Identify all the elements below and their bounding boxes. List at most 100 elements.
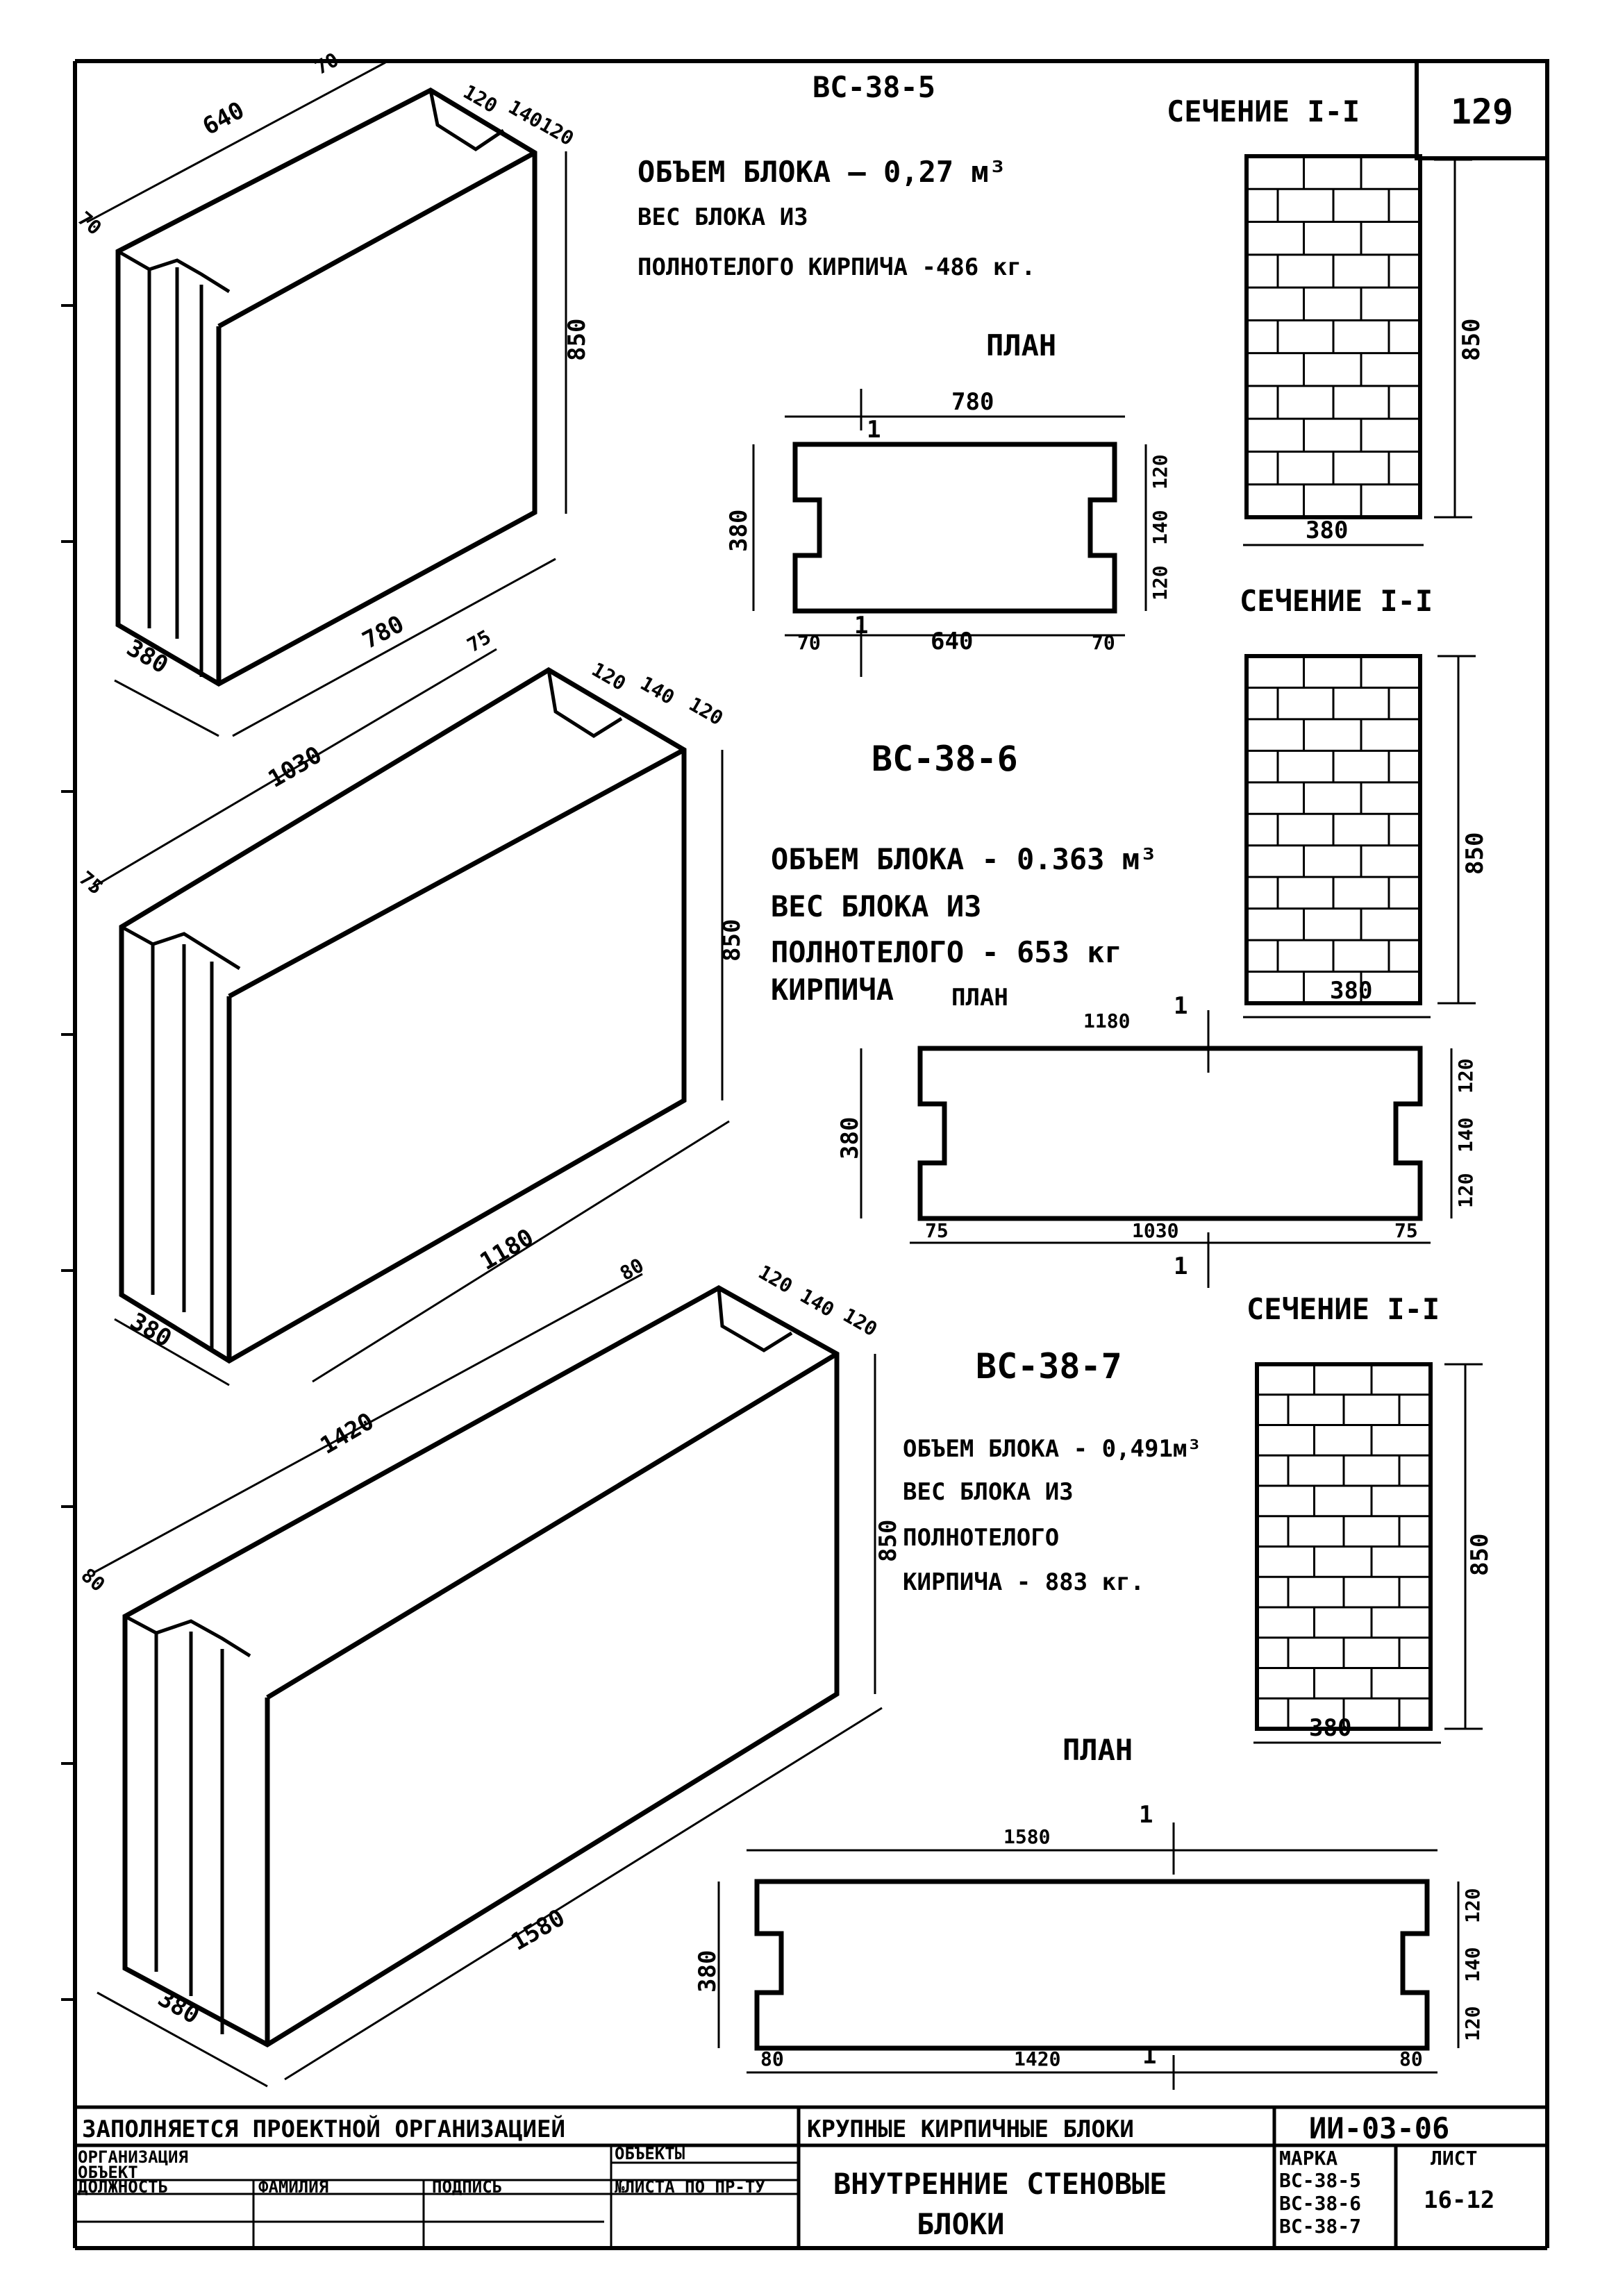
block-mark: ВС-38-6 — [872, 739, 1018, 779]
plan-dim-end: 70 — [1092, 631, 1115, 654]
iso-dim-core: 640 — [198, 97, 249, 141]
plan-label: ПЛАН — [951, 984, 1008, 1012]
doc-code: ИИ-03-06 — [1309, 2111, 1449, 2145]
plan-dim-length: 1580 — [1003, 1825, 1050, 1848]
iso-dim-g1: 120 — [755, 1260, 797, 1298]
block-volume: ОБЪЕМ БЛОКА - 0,491м³ — [903, 1435, 1201, 1463]
block-weight-line: ВЕС БЛОКА ИЗ — [638, 203, 808, 231]
plan-dim-depth: 380 — [725, 510, 753, 552]
section-dimension-lines — [1243, 158, 1472, 546]
drawing-title-line: БЛОКИ — [917, 2207, 1004, 2241]
plan-dim-end: 80 — [760, 2047, 784, 2070]
section-cut-mark: 1 — [867, 416, 881, 444]
plan-dim-core: 1420 — [1014, 2047, 1060, 2070]
section-cut-mark: 1 — [1174, 992, 1188, 1020]
plan-dim-end: 80 — [1399, 2047, 1423, 2070]
iso-dim-length: 780 — [358, 610, 408, 655]
section-dimension-lines — [1243, 655, 1476, 1019]
block-weight-line: ПОЛНОТЕЛОГО - 653 кг — [771, 935, 1122, 969]
mark-value: ВС-38-7 — [1279, 2215, 1361, 2238]
isometric-block — [119, 667, 687, 1364]
section-dim-height: 850 — [1466, 1534, 1494, 1576]
section-label: СЕЧЕНИЕ I-I — [1240, 584, 1433, 618]
iso-dim-height: 850 — [874, 1520, 902, 1562]
section-dim-width: 380 — [1330, 977, 1372, 1005]
list-value: 16-12 — [1424, 2186, 1494, 2214]
section-cut-mark: 1 — [854, 612, 868, 639]
iso-dim-length: 1580 — [507, 1904, 570, 1956]
block-weight-line: ВЕС БЛОКА ИЗ — [771, 889, 981, 923]
plan-dim-s2: 140 — [1149, 510, 1172, 545]
iso-dim-g2: 140 — [797, 1284, 838, 1321]
plan-drawing — [754, 1879, 1430, 2051]
iso-dim-end: 75 — [75, 866, 108, 899]
block-weight-line: КИРПИЧА - 883 кг. — [903, 1568, 1144, 1596]
list-label: ЛИСТ — [1431, 2147, 1477, 2170]
block-bc-38-7: СЕЧЕНИЕ I-I ВС-38-7 ОБЪЕМ БЛОКА - 0,491м… — [77, 1254, 1494, 2090]
block-volume: ОБЪЕМ БЛОКА - 0.363 м³ — [771, 842, 1157, 876]
iso-dim-depth: 380 — [122, 634, 173, 679]
iso-dim-g2: 140 — [637, 671, 678, 709]
section-brickwork — [1244, 154, 1422, 519]
stamp-objects: ОБЪЕКТЫ — [615, 2144, 685, 2163]
block-weight-line: ПОЛНОТЕЛОГО КИРПИЧА -486 кг. — [638, 253, 1035, 281]
iso-dim-depth: 380 — [126, 1307, 176, 1352]
block-bc-38-6: СЕЧЕНИЕ I-I ВС-38-6 ОБЪЕМ БЛОКА - 0.363 … — [75, 584, 1489, 1386]
margin-ticks — [61, 304, 75, 2001]
section-cut-mark: 1 — [1174, 1252, 1188, 1280]
iso-dim-end: 80 — [77, 1564, 110, 1596]
plan-dim-s2: 140 — [1461, 1947, 1484, 1982]
iso-dim-g3: 120 — [840, 1303, 881, 1341]
plan-dim-length: 780 — [951, 388, 994, 416]
iso-dim-depth: 380 — [153, 1984, 204, 2029]
plan-dim-end: 70 — [797, 631, 821, 654]
stamp-surname: ФАМИЛИЯ — [258, 2177, 328, 2197]
section-cut-mark: 1 — [1142, 2042, 1156, 2070]
section-dim-width: 380 — [1306, 517, 1348, 544]
block-bc-38-5: ВС-38-5 СЕЧЕНИЕ I-I ОБЪЕМ БЛОКА — 0,27 м… — [74, 48, 1485, 737]
block-weight-line: ВЕС БЛОКА ИЗ — [903, 1478, 1074, 1506]
section-outline — [1244, 154, 1422, 519]
iso-dimensions — [86, 61, 567, 737]
title-block: ЗАПОЛНЯЕТСЯ ПРОЕКТНОЙ ОРГАНИЗАЦИЕЙ ОРГАН… — [75, 2105, 1547, 2248]
block-volume: ОБЪЕМ БЛОКА — 0,27 м³ — [638, 155, 1006, 189]
plan-dimension-lines — [860, 1010, 1453, 1288]
iso-dim-height: 850 — [563, 319, 591, 361]
isometric-block — [115, 87, 538, 687]
plan-dimension-lines — [752, 389, 1147, 677]
plan-dim-end: 75 — [925, 1219, 949, 1242]
stamp-org: ОРГАНИЗАЦИЯ — [78, 2147, 188, 2167]
sheet-frame — [73, 59, 1549, 2250]
plan-dim-end: 75 — [1394, 1219, 1418, 1242]
section-label: СЕЧЕНИЕ I-I — [1167, 94, 1360, 128]
plan-dimension-lines — [717, 1822, 1460, 2090]
stamp-object: ОБЪЕКТ — [78, 2163, 138, 2182]
plan-dim-s3: 120 — [1454, 1173, 1477, 1208]
iso-dim-end: 70 — [311, 48, 342, 79]
plan-dim-s3: 120 — [1461, 2006, 1484, 2041]
plan-dim-s1: 120 — [1461, 1888, 1484, 1923]
page-number: 129 — [1451, 92, 1513, 132]
plan-dim-s2: 140 — [1454, 1117, 1477, 1153]
iso-dim-length: 1180 — [476, 1223, 539, 1276]
block-weight-line: КИРПИЧА — [771, 973, 894, 1007]
plan-drawing — [917, 1046, 1423, 1221]
plan-label: ПЛАН — [986, 328, 1056, 362]
plan-dim-depth: 380 — [694, 1950, 722, 1993]
iso-dimensions — [93, 1273, 883, 2088]
mark-label: МАРКА — [1279, 2147, 1338, 2170]
iso-dimensions — [90, 648, 730, 1386]
section-outline — [1244, 654, 1422, 1005]
stamp-signature: ПОДПИСЬ — [432, 2177, 502, 2197]
block-weight-line: ПОЛНОТЕЛОГО — [903, 1524, 1059, 1552]
iso-dim-core: 1420 — [316, 1407, 379, 1460]
iso-dim-height: 850 — [718, 919, 746, 962]
stamp-filled-by: ЗАПОЛНЯЕТСЯ ПРОЕКТНОЙ ОРГАНИЗАЦИЕЙ — [82, 2115, 565, 2143]
iso-dim-g1: 120 — [588, 657, 630, 695]
plan-dim-length: 1180 — [1083, 1009, 1130, 1032]
section-brickwork — [1244, 654, 1422, 1005]
section-dim-width: 380 — [1309, 1714, 1351, 1742]
plan-label: ПЛАН — [1062, 1733, 1133, 1767]
stamp-position: ДОЛЖНОСТЬ — [78, 2177, 168, 2197]
